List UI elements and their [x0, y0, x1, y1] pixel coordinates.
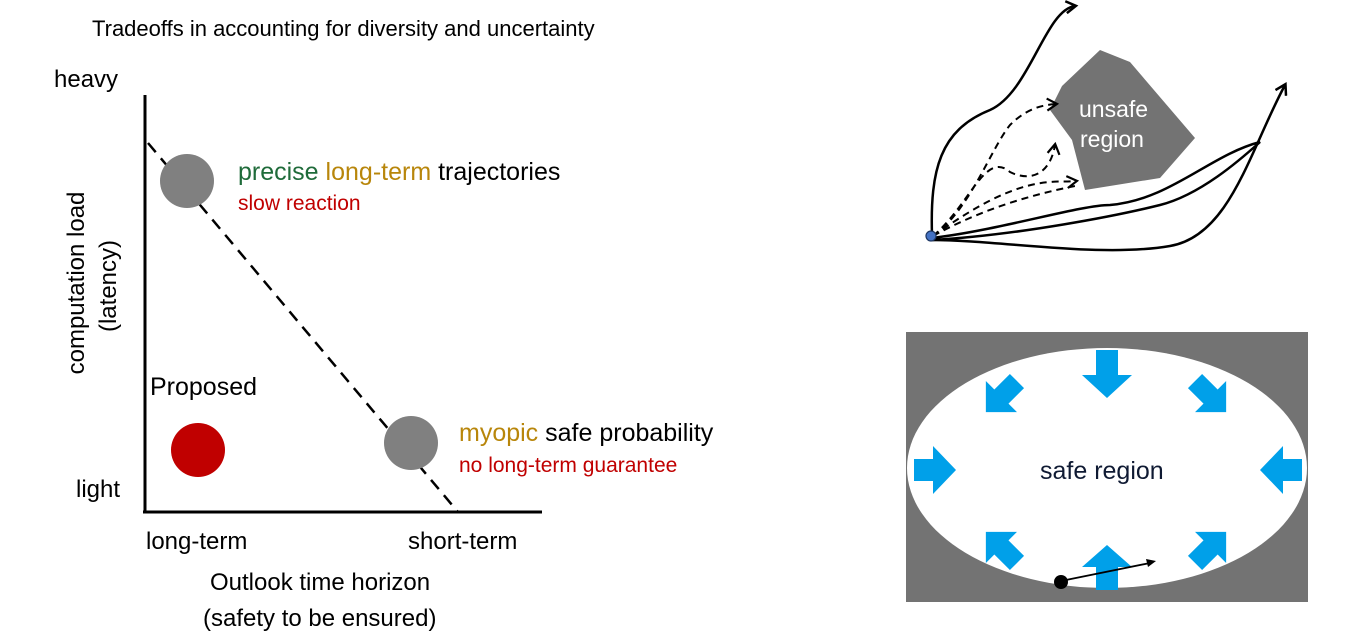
arrow-top-right	[1187, 373, 1227, 413]
label-word-long-term: long-term	[325, 158, 432, 186]
arrow-bottom	[1082, 545, 1132, 590]
x-axis-label-line1: Outlook time horizon	[210, 569, 431, 596]
point-proposed	[171, 423, 225, 477]
y-axis-bottom-label: light	[76, 476, 121, 503]
unsafe-region-shape	[1050, 50, 1195, 190]
velocity-arrow	[1060, 562, 1151, 582]
arrow-bottom-left	[985, 531, 1025, 571]
arrow-top	[1082, 350, 1132, 398]
y-axis-top-label: heavy	[54, 66, 119, 93]
dashed-trajectory-4	[932, 185, 1076, 237]
x-axis-right-label: short-term	[408, 528, 518, 555]
point-precise-long-term	[160, 154, 214, 208]
y-axis-label-line1: computation load	[63, 192, 90, 375]
label-myopic-safe-probability: myopic safe probability	[459, 421, 713, 446]
arrow-top-left	[985, 373, 1025, 413]
trajectory-lower-outer	[931, 85, 1285, 252]
label-proposed: Proposed	[150, 373, 258, 401]
label-word-precise: precise	[238, 158, 319, 186]
agent-point	[1054, 575, 1068, 589]
y-axis-label-line2: (latency)	[95, 240, 122, 332]
x-axis-label-line2: (safety to be ensured)	[203, 605, 437, 632]
unsafe-region-label-line1: unsafe	[1079, 96, 1149, 122]
trajectory-upper	[930, 6, 1075, 236]
safe-region-label: safe region	[1040, 457, 1164, 485]
point-myopic	[384, 416, 438, 470]
x-axis-left-label: long-term	[146, 528, 248, 555]
dashed-trajectory-1	[932, 97, 1060, 237]
dashed-trajectory-2	[932, 141, 1061, 237]
arrow-left	[914, 446, 956, 494]
velocity-arrowhead	[1146, 559, 1156, 567]
note-slow-reaction: slow reaction	[238, 192, 361, 215]
inward-arrows	[914, 350, 1302, 590]
arrow-bottom-right	[1187, 531, 1227, 571]
dashed-trajectory-3	[932, 175, 1080, 237]
trajectory-lower-inner	[931, 140, 1261, 242]
figure-title: Tradeoffs in accounting for diversity an…	[92, 16, 595, 41]
label-word-safe-probability: safe probability	[545, 419, 714, 447]
note-no-long-term-guarantee: no long-term guarantee	[459, 454, 678, 477]
label-precise-long-term: precise long-term trajectories	[238, 160, 560, 185]
label-word-myopic: myopic	[459, 419, 539, 447]
arrow-right	[1260, 446, 1302, 494]
unsafe-region-label-line2: region	[1080, 126, 1144, 152]
start-point	[925, 230, 937, 242]
label-word-trajectories: trajectories	[438, 158, 561, 186]
